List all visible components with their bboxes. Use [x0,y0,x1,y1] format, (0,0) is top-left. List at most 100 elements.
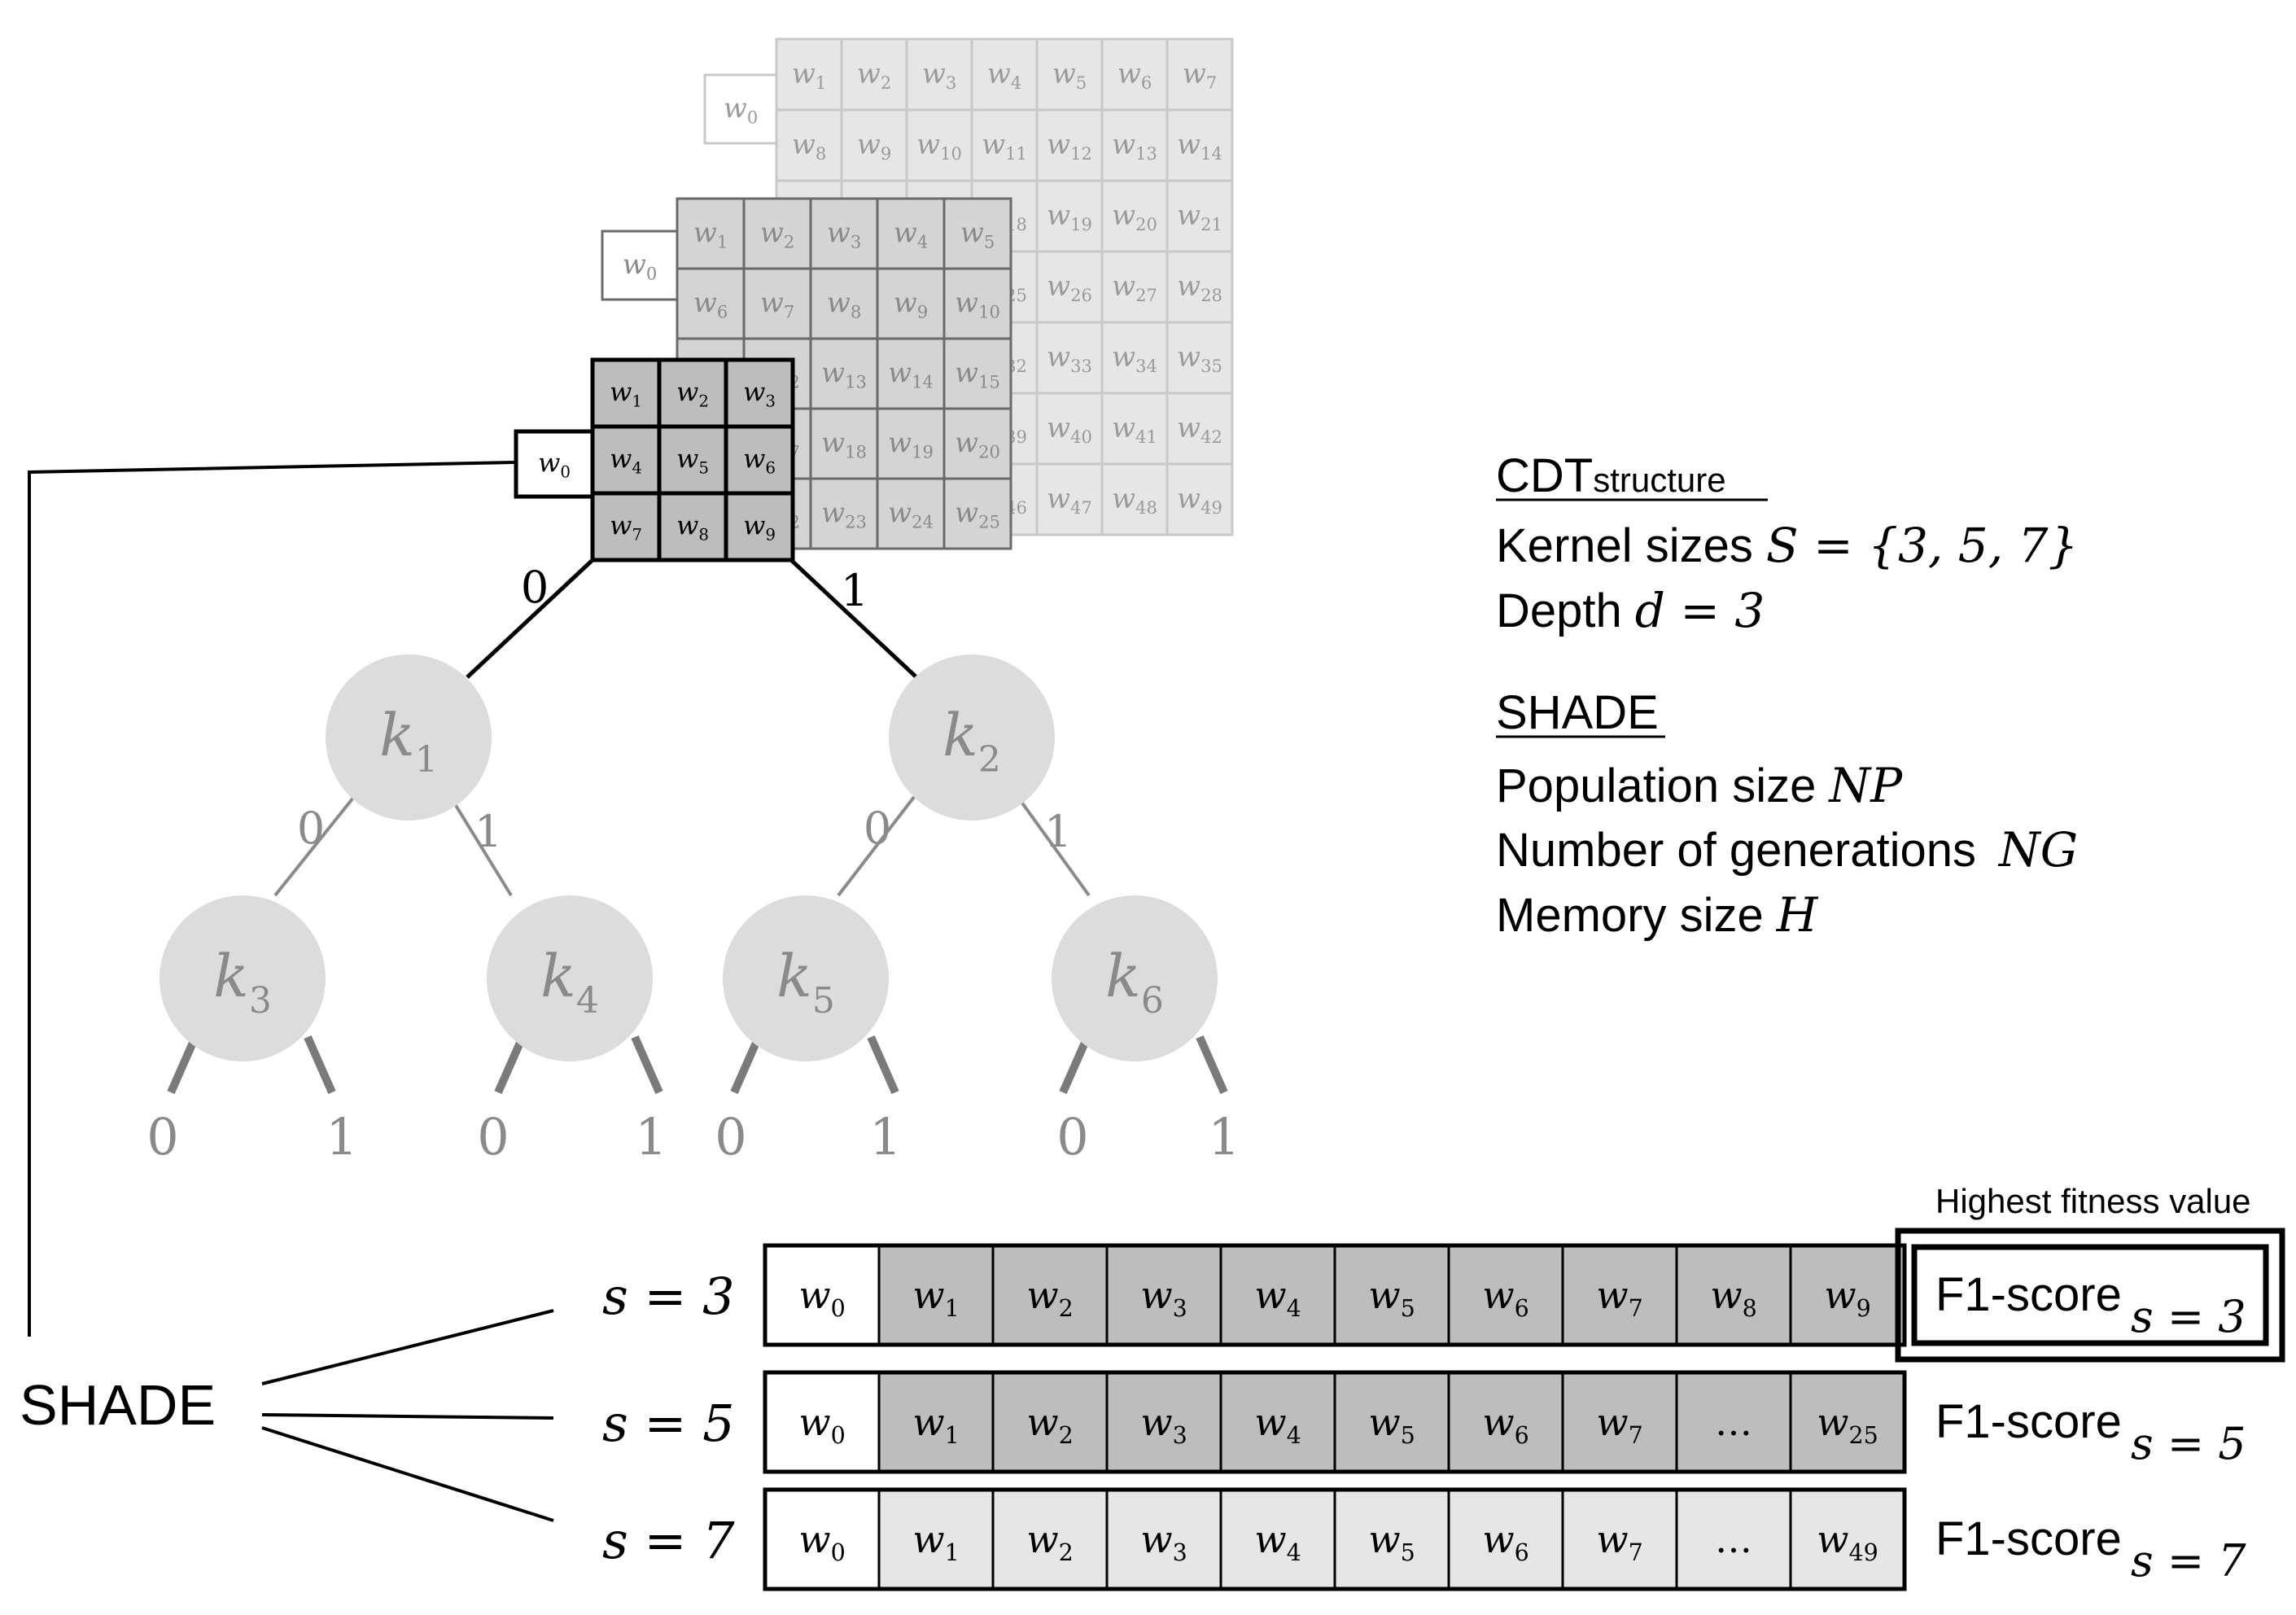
vector-weight-label: … [1715,1400,1752,1444]
vector-weight-label: w1 [912,1517,960,1566]
leaf-label: 0 [477,1107,509,1166]
vector-weight-label: w0 [798,1517,846,1566]
highest-fitness-box [1895,1228,2285,1363]
tree-node [487,895,653,1061]
kernel-cell [724,491,795,562]
tree-node-label: k6 [1105,942,1164,1022]
vector-weight-label: w2 [1026,1273,1074,1322]
vector-cell [763,1371,881,1473]
kernel-cell [1165,392,1234,466]
leaf-label: 1 [326,1107,357,1166]
kernel-weight-label: w7 [610,510,642,545]
vector-cell [1561,1488,1678,1591]
vector-weight-label: w7 [1596,1273,1643,1322]
kernel-weight-label: w23 [821,497,867,532]
edge-label: 0 [297,803,325,854]
kernel-weight-label: w24 [888,497,934,532]
kernel-weight-label: w12 [1047,129,1092,164]
kernel-weight-label: w41 [1112,412,1157,447]
kernel-weight-label: w19 [888,427,934,462]
vector-cell [1561,1371,1678,1473]
tree-node-label: k3 [213,942,272,1022]
kernel-cell [657,491,728,562]
vector-weight-label: w5 [1368,1517,1415,1566]
leaf-edge [730,1035,763,1095]
kernel-cell [1165,37,1234,112]
kernel-cell [970,37,1039,112]
bias-weight-label: w0 [623,248,658,283]
kernel-cell [1035,392,1104,466]
kernel-weight-label: w15 [955,357,1000,392]
kernel-weight-label: w9 [857,129,892,164]
shade-heading: SHADE [1496,686,1659,739]
kernel-weight-label: w25 [955,497,1000,532]
vector-weight-label: w4 [1254,1400,1301,1449]
kernel-cell [676,197,746,270]
kernel-cell [1035,462,1104,536]
kernel-weight-label: w42 [1177,412,1222,447]
tree-node [160,895,326,1061]
shade-to-s7-line [261,1426,554,1522]
f1-score-label: F1-score [1935,1512,2122,1565]
kernel-cell [809,477,879,550]
vector-weight-label: w2 [1026,1400,1074,1449]
tree-node [326,654,492,821]
vector-weight-label: w3 [1140,1273,1187,1322]
vector-weight-label: … [1715,1517,1752,1561]
kernel-cell [1035,250,1104,324]
kernel-weight-label: w2 [676,377,709,411]
kernel-cell [657,424,728,496]
kernel-weight-label: w3 [827,217,862,252]
vector-cell [1105,1244,1222,1346]
f1-score-subscript: s = 3 [2131,1291,2246,1342]
vector-cell [877,1488,995,1591]
kernel-weight-label: w13 [821,357,867,392]
kernel-weight-label: w9 [894,287,929,322]
kernel-cell [809,337,879,410]
kernel-weight-label: w7 [760,287,795,322]
kernel-cell [1100,321,1169,395]
tree-node-label: k2 [942,701,1001,781]
vector-weight-label: w9 [1824,1273,1871,1322]
leaf-edge [494,1035,527,1095]
kernel-weight-label: w4 [894,217,929,252]
leaf-label: 1 [869,1107,901,1166]
edge-label: 1 [841,565,868,616]
kernel-weight-label: w6 [1117,58,1152,93]
leaf-label: 0 [147,1107,178,1166]
kernel-cell [942,197,1012,270]
kernel-weight-label: w6 [693,287,728,322]
shade-label: SHADE [20,1373,216,1437]
tree-edge [273,788,361,897]
leaf-edge [631,1035,663,1095]
vector-cell [991,1244,1109,1346]
tree-edge [789,558,918,679]
edge-label: 1 [1044,806,1072,857]
kernel-size-label: s = 5 [602,1394,735,1453]
vector-weight-label: w6 [1482,1273,1529,1322]
tree-edge [837,788,921,897]
f1-score-subscript: s = 5 [2131,1418,2246,1469]
highest-fitness-label: Highest fitness value [1935,1182,2251,1220]
vector-weight-label: w3 [1140,1400,1187,1449]
kernel-weight-label: w27 [1112,270,1157,305]
bias-weight-label: w0 [724,92,759,127]
vector-cell [1789,1488,1906,1591]
kernel-weight-label: w48 [1112,483,1157,518]
kernel-cell [1100,108,1169,182]
vector-border [763,1370,1907,1474]
kernel-weight-label: w21 [1177,199,1222,234]
kernel-weight-label: w1 [792,58,827,93]
kernel-weight-label: w5 [1052,58,1087,93]
kernel-weight-label: w1 [610,377,642,411]
vector-cell [991,1371,1109,1473]
kernel-cell [876,477,946,550]
kernel-weight-label: w47 [1047,483,1092,518]
tree-edge [444,788,513,897]
kernel-cell [775,108,843,182]
kernel-weight-label: w4 [610,444,642,478]
